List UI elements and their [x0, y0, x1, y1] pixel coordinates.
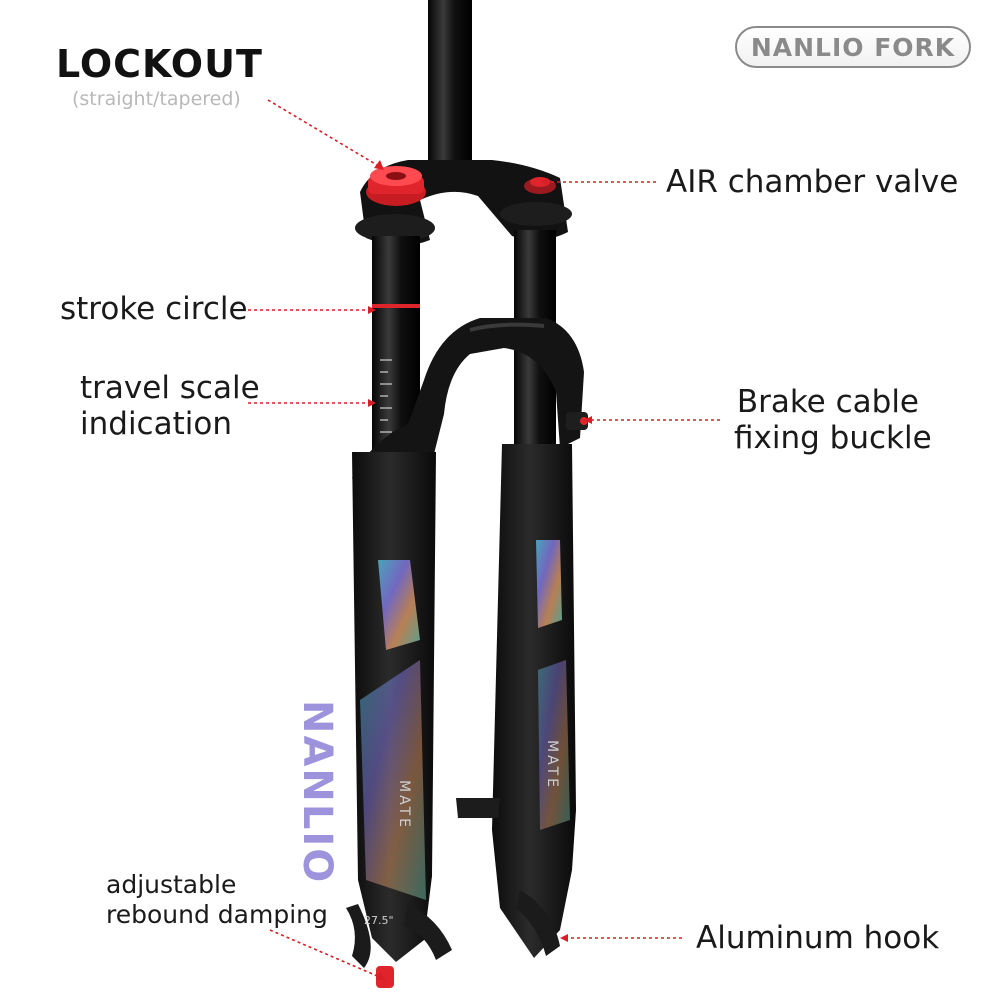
label-rebound-line2: rebound damping: [106, 900, 328, 929]
label-brake-line2: fixing buckle: [734, 420, 932, 456]
wheel-size-mark: 27.5": [364, 914, 394, 927]
steerer-tube: [428, 0, 472, 160]
brand-label: NANLIO FORK: [750, 32, 956, 62]
leader-lockout: [267, 99, 383, 169]
label-rebound-damping: adjustable rebound damping: [106, 870, 328, 930]
left-stanchion: [372, 236, 420, 456]
travel-scale-marks: [380, 359, 392, 433]
lockout-subtitle: (straight/tapered): [72, 88, 241, 110]
decal-model-left: MATE: [396, 780, 412, 830]
brand-badge: NANLIO FORK: [735, 26, 971, 68]
lockout-title: LOCKOUT: [56, 42, 263, 86]
stroke-circle-ring: [372, 304, 420, 308]
rebound-knob: [376, 966, 394, 988]
decal-brand: NANLIO: [294, 700, 340, 885]
label-stroke-circle: stroke circle: [60, 291, 248, 327]
decal-model-right: MATE: [544, 740, 560, 790]
label-air-chamber-valve: AIR chamber valve: [666, 164, 959, 200]
leader-rebound: [269, 929, 383, 979]
leader-arrowheads: [368, 160, 592, 980]
left-lower-leg: [346, 452, 452, 988]
label-brake-cable-buckle: Brake cable fixing buckle: [734, 384, 932, 456]
lockout-knob: [366, 166, 426, 206]
label-rebound-line1: adjustable: [106, 870, 237, 899]
callout-leaders: [248, 99, 720, 979]
label-brake-line1: Brake cable: [736, 384, 919, 420]
label-aluminum-hook: Aluminum hook: [696, 920, 940, 956]
brake-cable-buckle: [566, 412, 588, 430]
label-travel-scale: travel scale indication: [80, 370, 260, 442]
label-travel-scale-line1: travel scale: [80, 370, 260, 406]
label-travel-scale-line2: indication: [80, 406, 232, 442]
right-lower-leg: [456, 444, 576, 958]
